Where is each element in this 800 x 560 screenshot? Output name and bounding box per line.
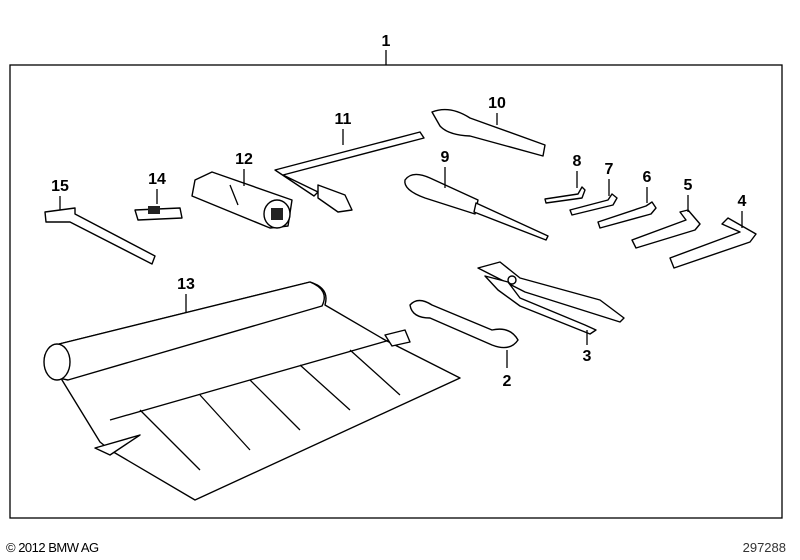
- svg-text:9: 9: [441, 149, 450, 166]
- part-4-hex-key[interactable]: 4: [669, 193, 757, 269]
- part-14-fuse[interactable]: 14: [134, 171, 183, 221]
- svg-text:1: 1: [382, 33, 391, 50]
- part-13-tool-roll[interactable]: 13: [43, 276, 461, 501]
- callout-1[interactable]: 1: [382, 33, 391, 65]
- part-8-hex-key[interactable]: 8: [544, 153, 586, 204]
- svg-text:3: 3: [583, 348, 592, 365]
- part-15-hex-key[interactable]: 15: [44, 178, 156, 265]
- svg-text:13: 13: [177, 276, 195, 293]
- diagram-frame: [9, 64, 783, 519]
- copyright-notice: © 2012 BMW AG: [6, 540, 99, 555]
- svg-text:6: 6: [643, 169, 652, 186]
- svg-text:2: 2: [503, 373, 512, 390]
- svg-text:4: 4: [738, 193, 747, 210]
- svg-text:11: 11: [335, 111, 352, 128]
- svg-text:10: 10: [488, 95, 506, 112]
- svg-text:14: 14: [148, 171, 166, 188]
- part-9-screwdriver[interactable]: 9: [404, 149, 549, 241]
- diagram-number: 297288: [742, 540, 786, 555]
- part-12-box-spanner[interactable]: 12: [191, 151, 293, 229]
- part-2-open-end-wrench[interactable]: 2: [409, 299, 519, 391]
- part-10-hook-spanner[interactable]: 10: [431, 95, 546, 157]
- svg-text:12: 12: [235, 151, 253, 168]
- svg-text:5: 5: [684, 177, 693, 194]
- part-11-socket-wrench[interactable]: 11: [274, 111, 425, 213]
- part-3-pliers[interactable]: 3: [477, 261, 625, 365]
- svg-text:7: 7: [605, 161, 614, 178]
- svg-text:15: 15: [51, 178, 69, 195]
- part-6-hex-key[interactable]: 6: [597, 169, 657, 229]
- part-5-hex-key[interactable]: 5: [631, 177, 701, 249]
- svg-text:8: 8: [573, 153, 582, 170]
- part-7-hex-key[interactable]: 7: [569, 161, 618, 216]
